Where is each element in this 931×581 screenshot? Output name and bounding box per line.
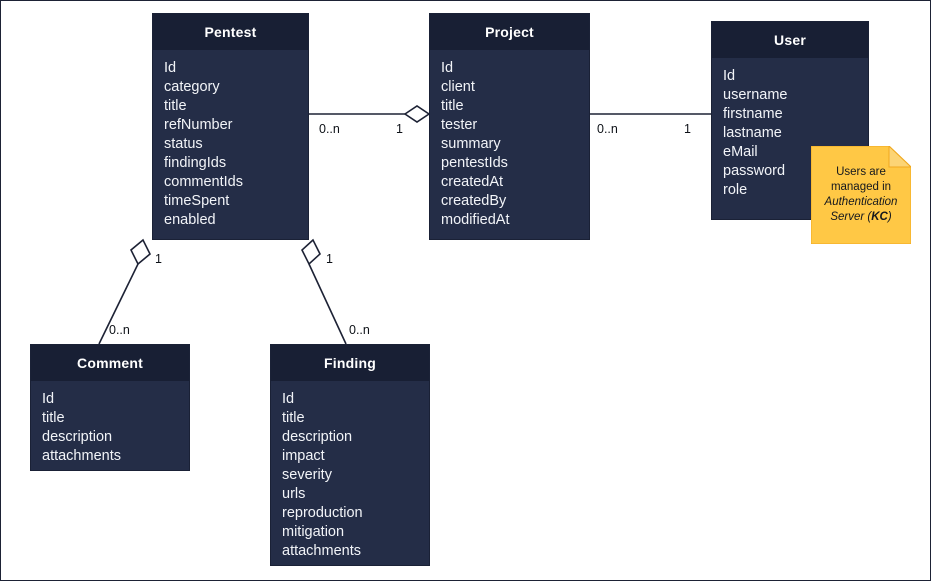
multiplicity-label-project-user-source: 0..n (597, 122, 618, 136)
attribute-item: title (42, 410, 65, 426)
attribute-item: urls (282, 486, 306, 502)
attribute-item: title (441, 98, 464, 114)
aggregation-diamond-pentest-comment (130, 238, 151, 266)
note-line: Authentication (824, 196, 898, 208)
multiplicity-label-pentest-comment-target: 0..n (109, 323, 130, 337)
attribute-item: summary (441, 136, 501, 152)
uml-class-pentest[interactable]: Pentest Id category title refNumber stat… (152, 13, 309, 240)
attribute-item: title (164, 98, 187, 114)
attribute-item: Id (723, 68, 736, 84)
attribute-item: pentestIds (441, 155, 508, 171)
attribute-item: impact (282, 448, 325, 464)
attribute-item: refNumber (164, 117, 233, 133)
uml-class-user[interactable]: User Id username firstname lastname eMai… (711, 21, 869, 220)
attribute-list-user: Id username firstname lastname eMail pas… (712, 58, 868, 210)
note-folded-corner-icon (888, 146, 911, 168)
multiplicity-label-pentest-comment-source: 1 (155, 252, 162, 266)
class-title-finding: Finding (271, 345, 429, 381)
note-shape (811, 146, 911, 244)
attribute-item: role (723, 182, 748, 198)
relationship-pentest-finding (301, 238, 347, 345)
attribute-item: modifiedAt (441, 212, 510, 228)
uml-class-comment[interactable]: Comment Id title description attachments (30, 344, 190, 471)
attribute-item: commentIds (164, 174, 243, 190)
note-text: Users are managed in Authentication Serv… (811, 146, 911, 244)
attribute-list-project: Id client title tester summary pentestId… (430, 50, 589, 240)
multiplicity-label-project-user-target: 1 (684, 122, 691, 136)
attribute-item: client (441, 79, 475, 95)
attribute-list-finding: Id title description impact severity url… (271, 381, 429, 571)
class-title-project: Project (430, 14, 589, 50)
attribute-item: reproduction (282, 505, 363, 521)
attribute-item: findingIds (164, 155, 227, 171)
attribute-item: enabled (164, 212, 216, 228)
attribute-list-comment: Id title description attachments (31, 381, 189, 476)
aggregation-diamond-pentest-finding (301, 238, 321, 266)
attribute-item: Id (441, 60, 454, 76)
attribute-item: tester (441, 117, 478, 133)
attribute-item: eMail (723, 144, 758, 160)
uml-class-finding[interactable]: Finding Id title description impact seve… (270, 344, 430, 566)
multiplicity-label-pentest-finding-target: 0..n (349, 323, 370, 337)
class-title-comment: Comment (31, 345, 189, 381)
attribute-item: createdAt (441, 174, 504, 190)
attribute-item: category (164, 79, 220, 95)
note-line: Users are (836, 166, 886, 178)
multiplicity-label-pentest-finding-source: 1 (326, 252, 333, 266)
attribute-list-pentest: Id category title refNumber status findi… (153, 50, 308, 240)
attribute-item: Id (164, 60, 177, 76)
attribute-item: lastname (723, 125, 782, 141)
aggregation-diamond-project (403, 105, 431, 123)
attribute-item: Id (42, 391, 55, 407)
multiplicity-label-pentest-project-target: 1 (396, 122, 403, 136)
attribute-item: status (164, 136, 203, 152)
attribute-item: mitigation (282, 524, 345, 540)
class-title-user: User (712, 22, 868, 58)
attribute-item: severity (282, 467, 332, 483)
attribute-item: Id (282, 391, 295, 407)
note-line: managed in (830, 181, 892, 193)
attribute-item: createdBy (441, 193, 507, 209)
class-title-pentest: Pentest (153, 14, 308, 50)
attribute-item: username (723, 87, 788, 103)
attribute-item: description (42, 429, 113, 445)
attribute-item: description (282, 429, 353, 445)
uml-class-project[interactable]: Project Id client title tester summary p… (429, 13, 590, 240)
multiplicity-label-pentest-project-source: 0..n (319, 122, 340, 136)
attribute-item: timeSpent (164, 193, 230, 209)
relationship-pentest-project (309, 105, 431, 123)
attribute-item: attachments (42, 448, 121, 464)
attribute-item: password (723, 163, 786, 179)
uml-note-user[interactable]: Users are managed in Authentication Serv… (811, 146, 911, 244)
attribute-item: firstname (723, 106, 783, 122)
attribute-item: title (282, 410, 305, 426)
note-emphasis-kc: KC (871, 211, 888, 223)
note-last-prefix: Server ( (830, 211, 872, 223)
attribute-item: attachments (282, 543, 361, 559)
note-line-last: Server (KC) (830, 210, 891, 225)
note-last-suffix: ) (887, 211, 892, 223)
